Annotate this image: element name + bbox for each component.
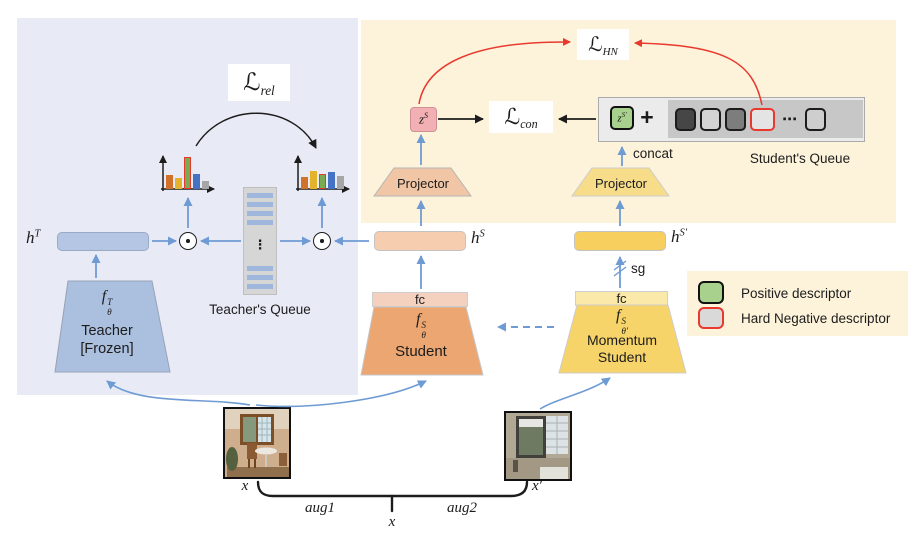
teacher-feature-box [57, 232, 149, 251]
legend-positive-label: Positive descriptor [741, 286, 852, 301]
room-photo-x-prime [506, 413, 570, 479]
sg-label: sg [631, 261, 646, 276]
histogram-bar [301, 177, 308, 189]
concat-label: concat [633, 146, 673, 161]
input-image-x-prime [504, 411, 572, 481]
queue-ellipsis: ⋯ [782, 110, 798, 128]
momentum-name-line1: Momentum [586, 332, 658, 348]
queue-entry-stripe [247, 275, 273, 280]
student-descriptor-zs: zS [410, 107, 437, 132]
hs-label: hS [471, 228, 485, 247]
loss-hn-label: ℒHN [577, 29, 629, 60]
histogram-bar [166, 175, 173, 189]
teacher-frozen: [Frozen] [80, 341, 134, 357]
histogram-bar [310, 171, 317, 189]
histogram-bar-hard-negative [184, 157, 191, 189]
histogram-bar-hard-negative [319, 174, 326, 189]
hard-negative-cell [750, 107, 775, 131]
odot-operator-right [313, 232, 331, 250]
room-photo-x [225, 409, 289, 477]
stop-gradient-slashes [613, 260, 627, 277]
queue-vertical-ellipsis: ⋮ [253, 238, 267, 253]
odot-dot [320, 239, 324, 243]
negative-cell [805, 107, 826, 131]
negative-cell [725, 107, 746, 131]
brace-curve [256, 480, 529, 498]
loss-con-label: ℒcon [489, 101, 553, 133]
histogram-bar [328, 172, 335, 189]
histogram-bar [202, 181, 209, 189]
positive-swatch [698, 281, 724, 304]
teacher-queue-label: Teacher's Queue [209, 302, 311, 317]
negative-cell [675, 107, 696, 131]
x-prime-label: x′ [532, 478, 542, 494]
hsp-label: hS′ [671, 227, 688, 246]
x-source-label: x [388, 514, 396, 530]
queue-entry-stripe [247, 284, 273, 289]
momentum-projector-label: Projector [594, 176, 648, 191]
legend-hard-negative-label: Hard Negative descriptor [741, 311, 891, 326]
momentum-name-line2: Student [597, 349, 647, 365]
histogram-bar [337, 176, 344, 189]
teacher-queue: ⋮ [243, 187, 277, 295]
queue-stripes-bottom [247, 266, 273, 289]
aug2-label: aug2 [447, 500, 477, 516]
student-queue-cells: ⋯ [668, 100, 863, 138]
aug1-label: aug1 [305, 500, 335, 516]
histogram-bar [193, 174, 200, 189]
queue-entry-stripe [247, 202, 273, 207]
student-similarity-histogram [301, 156, 344, 189]
histogram-bar [175, 178, 182, 189]
arrow-xprime-to-momentum [539, 377, 611, 410]
loss-rel-label: ℒrel [228, 64, 290, 101]
student-name: Student [395, 343, 447, 360]
queue-entry-stripe [247, 266, 273, 271]
teacher-name: Teacher [81, 323, 133, 339]
teacher-similarity-histogram [166, 156, 209, 189]
concat-plus-sign: + [640, 103, 654, 130]
positive-descriptor-zsp: zS′ [610, 106, 634, 130]
student-fc-layer: fc [372, 292, 468, 307]
queue-entry-stripe [247, 193, 273, 198]
hard-negative-swatch [698, 307, 724, 329]
queue-stripes-top [247, 193, 273, 225]
student-feature-box [374, 231, 466, 251]
momentum-feature-box [574, 231, 666, 251]
student-queue-label: Student's Queue [749, 151, 851, 166]
x-label: x [241, 478, 249, 494]
student-projector-label: Projector [396, 176, 450, 191]
odot-operator-left [179, 232, 197, 250]
negative-cell [700, 107, 721, 131]
ht-label: hT [26, 228, 41, 247]
input-image-x [223, 407, 291, 479]
queue-entry-stripe [247, 220, 273, 225]
legend-panel [687, 271, 908, 336]
queue-entry-stripe [247, 211, 273, 216]
momentum-fc-layer: fc [575, 291, 668, 306]
odot-dot [186, 239, 190, 243]
